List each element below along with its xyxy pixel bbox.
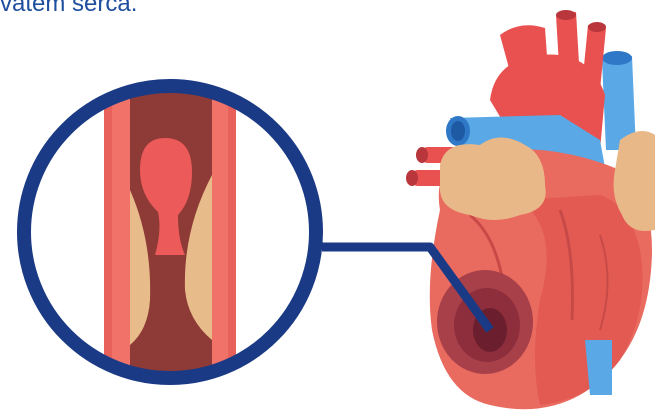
artery-cross-section-icon <box>104 70 236 400</box>
magnifier-ring-icon <box>24 70 316 400</box>
heart-illustration-icon <box>406 10 655 409</box>
